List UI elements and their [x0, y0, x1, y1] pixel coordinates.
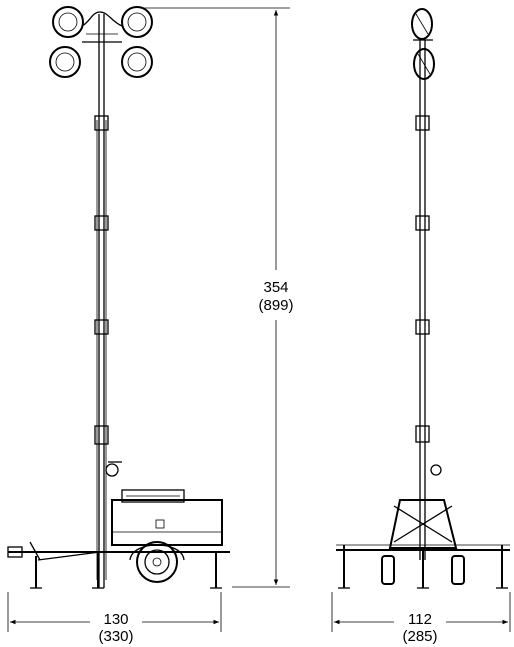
- length-dimension-value: 130: [103, 611, 128, 628]
- front-view-mast: [415, 40, 442, 560]
- length-dimension-metric: (330): [98, 628, 133, 645]
- length-dimension: 130 (330): [7, 592, 222, 645]
- height-dimension: 354 (899): [140, 7, 294, 588]
- side-view-generator: [111, 489, 223, 546]
- side-view-lamp-heads: [49, 6, 153, 78]
- width-dimension-value: 112: [408, 611, 432, 628]
- front-view: [336, 8, 510, 589]
- front-view-base: [336, 499, 510, 589]
- width-dimension: 112 (285): [331, 592, 511, 645]
- height-dimension-metric: (899): [258, 297, 293, 314]
- height-dimension-value: 354: [263, 279, 288, 296]
- front-view-lamp-heads: [411, 8, 435, 80]
- side-view-chassis: [7, 541, 230, 589]
- side-view: [7, 6, 230, 589]
- width-dimension-metric: (285): [402, 628, 437, 645]
- side-view-mast: [94, 14, 122, 588]
